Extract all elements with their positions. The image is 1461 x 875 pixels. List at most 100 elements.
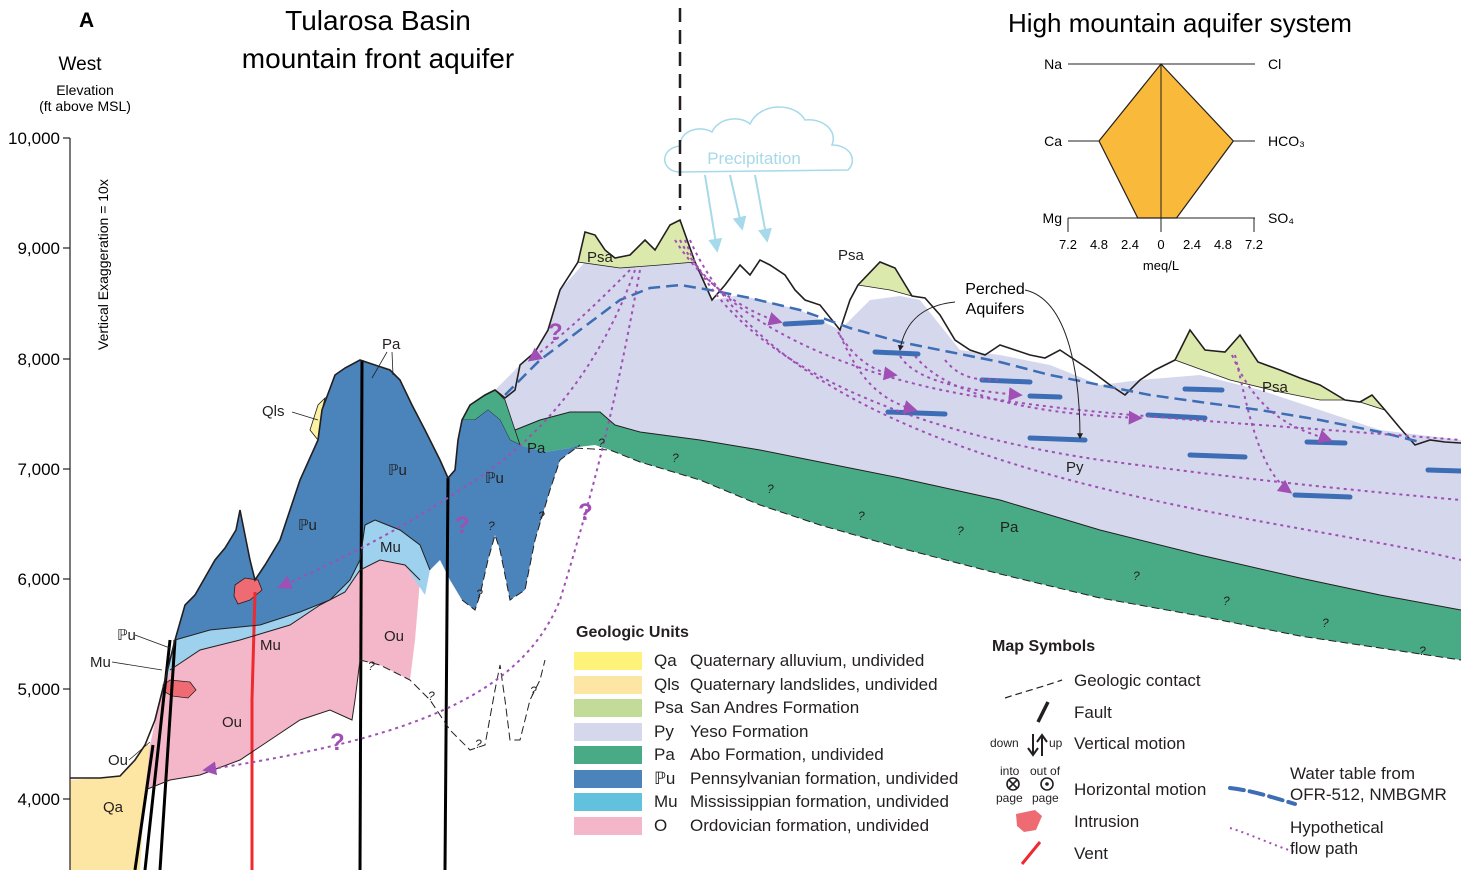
svg-text:?: ? bbox=[488, 519, 495, 533]
out-label-2: page bbox=[1032, 791, 1059, 805]
label-mu-left: Mu bbox=[90, 654, 111, 671]
qa-alluvium bbox=[70, 745, 150, 870]
topographic-surface bbox=[174, 218, 1461, 641]
stiff-axis-tick: 7.2 bbox=[1059, 237, 1077, 252]
legend-description: Abo Formation, undivided bbox=[690, 745, 884, 764]
label-psa-2: Psa bbox=[838, 247, 865, 264]
elevation-tick-label: 8,000 bbox=[17, 350, 60, 369]
legend-code: Pa bbox=[654, 745, 675, 764]
label-qa: Qa bbox=[103, 799, 124, 816]
ion-na: Na bbox=[1044, 56, 1062, 72]
precipitation-label: Precipitation bbox=[707, 149, 801, 168]
stiff-axis-tick: 0 bbox=[1157, 237, 1164, 252]
legend-swatch bbox=[574, 675, 642, 694]
elevation-label-1: Elevation bbox=[56, 82, 114, 98]
left-title-line2: mountain front aquifer bbox=[242, 43, 514, 74]
legend-swatch bbox=[574, 793, 642, 811]
perched-label-2: Aquifers bbox=[966, 301, 1025, 318]
unit-labels: Qa Ou Mu ℙu Ou Ou Mu Mu ℙu ℙu ℙu Qls Pa … bbox=[90, 247, 1289, 816]
fault-3 bbox=[133, 744, 155, 871]
legend-description: Quaternary landslides, undivided bbox=[690, 674, 938, 694]
label-pa-top: Pa bbox=[382, 336, 401, 353]
legend-title: Geologic Units bbox=[576, 624, 689, 641]
label-pu-2: ℙu bbox=[388, 462, 407, 479]
vent bbox=[250, 591, 257, 870]
vertical-exaggeration: Vertical Exaggeration = 10x bbox=[95, 179, 111, 350]
svg-text:?: ? bbox=[330, 729, 345, 756]
direction-label: West bbox=[59, 54, 103, 75]
svg-text:?: ? bbox=[476, 587, 483, 601]
horizontal-label: Horizontal motion bbox=[1074, 780, 1207, 799]
stiff-polygon bbox=[1098, 63, 1235, 219]
label-pu-left: ℙu bbox=[117, 627, 136, 644]
water-table-icon bbox=[1228, 786, 1297, 806]
into-label-2: page bbox=[996, 791, 1023, 805]
topographic-surface-left bbox=[70, 639, 176, 779]
legend-description: Quaternary alluvium, undivided bbox=[690, 651, 925, 670]
svg-text:?: ? bbox=[475, 737, 482, 751]
svg-text:?: ? bbox=[1419, 644, 1426, 658]
legend-row: Mu Mississippian formation, undivided bbox=[572, 789, 972, 813]
contact-mu-top bbox=[174, 519, 431, 641]
stiff-axis-label: meq/L bbox=[1143, 258, 1179, 273]
svg-text:?: ? bbox=[1322, 616, 1329, 630]
pu-pennsylvanian-unit bbox=[175, 360, 580, 640]
legend-swatch bbox=[574, 746, 642, 764]
panel-letter: A bbox=[79, 9, 94, 32]
water-table-label-2: OFR-512, NMBGMR bbox=[1290, 785, 1447, 804]
legend-code: Qls bbox=[654, 674, 680, 694]
elevation-tick-label: 6,000 bbox=[17, 570, 60, 589]
legend-code: Py bbox=[654, 721, 674, 741]
label-ou-1: Ou bbox=[222, 714, 242, 731]
contact-dashed-lower bbox=[359, 659, 546, 751]
legend-description: San Andres Formation bbox=[690, 698, 860, 717]
out-label-1: out of bbox=[1030, 764, 1061, 778]
legend-description: Mississippian formation, undivided bbox=[690, 792, 949, 811]
stiff-axis-tick: 2.4 bbox=[1183, 237, 1201, 252]
leader-lines bbox=[111, 351, 394, 761]
legend-swatch bbox=[574, 769, 642, 788]
left-title-line1: Tularosa Basin bbox=[285, 5, 471, 36]
legend-swatch bbox=[574, 699, 642, 717]
vent-label: Vent bbox=[1074, 844, 1109, 863]
into-label-1: into bbox=[1000, 764, 1020, 778]
perched-leader-1 bbox=[897, 301, 956, 352]
label-psa-3: Psa bbox=[1262, 379, 1289, 396]
label-qls: Qls bbox=[262, 403, 285, 420]
contact-ou-base bbox=[144, 659, 361, 791]
legend-swatch bbox=[574, 652, 642, 670]
svg-text:?: ? bbox=[368, 659, 375, 673]
svg-text:?: ? bbox=[598, 436, 605, 450]
legend-code: Mu bbox=[654, 792, 678, 811]
contact-fold bbox=[461, 444, 581, 611]
legend-description: Yeso Formation bbox=[690, 721, 809, 741]
flow-paths bbox=[202, 239, 1461, 776]
label-pu-3: ℙu bbox=[485, 470, 504, 487]
ion-cl: Cl bbox=[1268, 56, 1281, 72]
question-marks-small: ? ? ? ? ? ? ? ? ? ? ? ? ? ? ? ? bbox=[368, 436, 1426, 751]
psa-outcrop-4 bbox=[1359, 394, 1387, 411]
perched-label-1: Perched bbox=[965, 281, 1025, 298]
up-label: up bbox=[1049, 736, 1063, 750]
symbols-graphics bbox=[1004, 679, 1297, 865]
label-pa-right: Pa bbox=[1000, 519, 1019, 536]
legend-description: Ordovician formation, undivided bbox=[690, 815, 930, 835]
intrusion-icon bbox=[1016, 810, 1042, 832]
contact-symbol bbox=[1004, 679, 1063, 699]
out-of-page-icon bbox=[1040, 777, 1054, 791]
vertical-label: Vertical motion bbox=[1074, 734, 1186, 753]
svg-text:?: ? bbox=[957, 524, 964, 538]
elevation-tick-label: 4,000 bbox=[17, 790, 60, 809]
elevation-label-2: (ft above MSL) bbox=[39, 98, 131, 114]
elevation-tick-label: 7,000 bbox=[17, 460, 60, 479]
flow-path-label-2: flow path bbox=[1290, 839, 1359, 858]
stiff-axis-tick: 2.4 bbox=[1121, 237, 1139, 252]
